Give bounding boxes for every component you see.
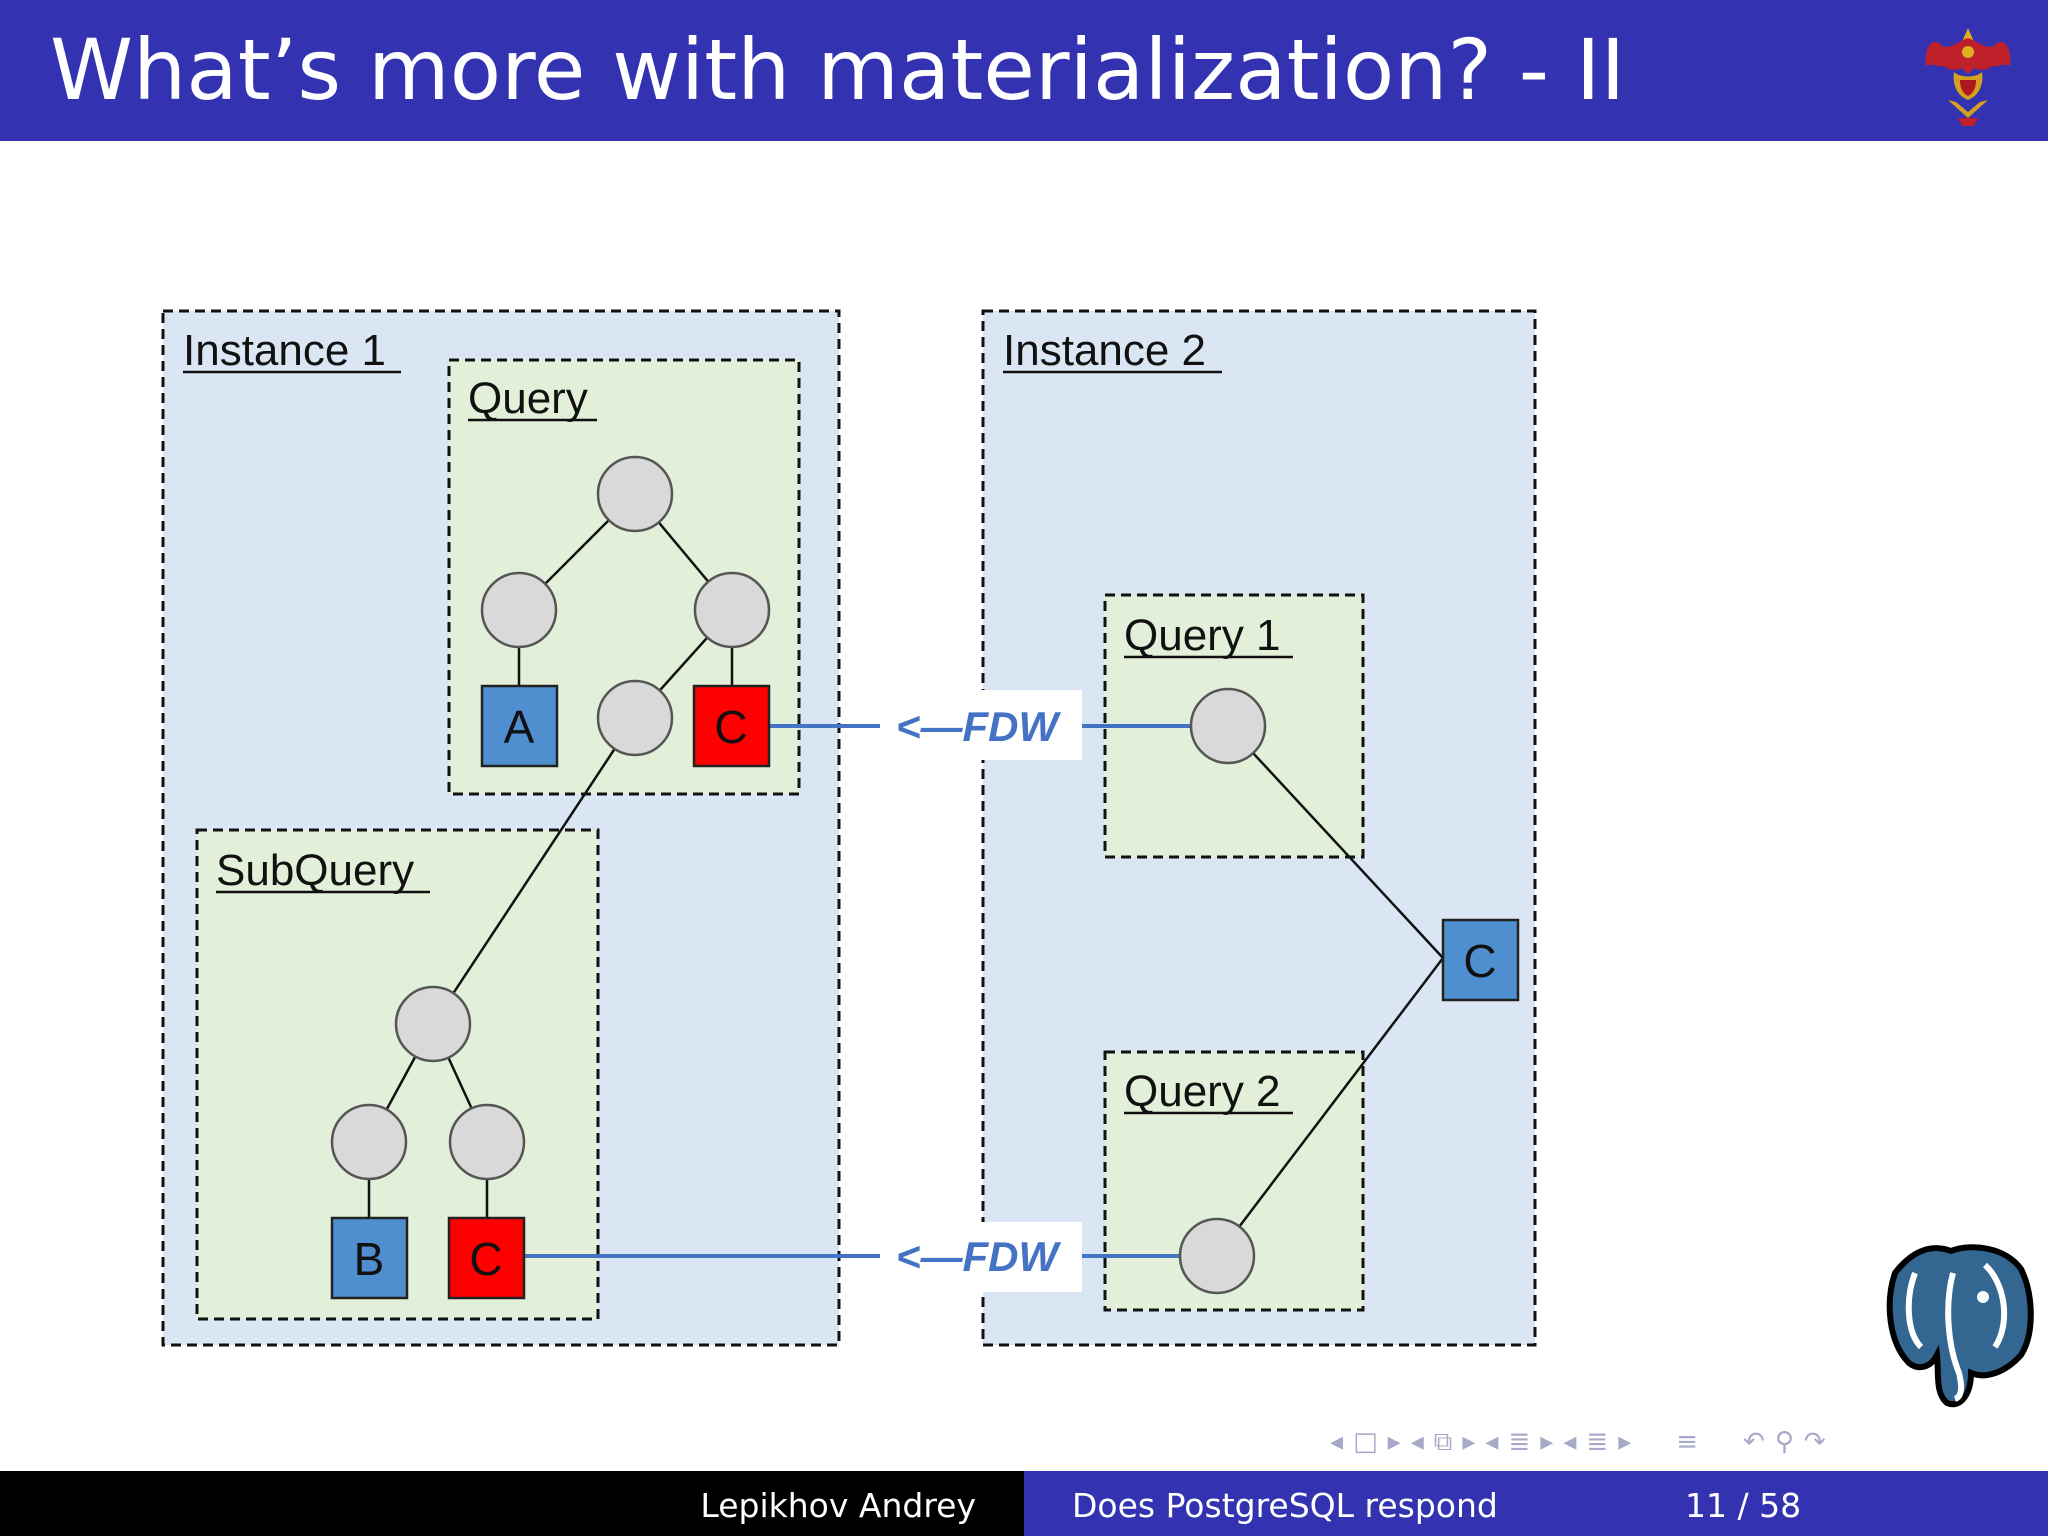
- arrow-right-icon[interactable]: ▸: [1462, 1427, 1476, 1457]
- arrow-left-icon[interactable]: ◂: [1330, 1427, 1344, 1457]
- footer-author-panel: Lepikhov Andrey: [0, 1471, 1024, 1536]
- section-icon[interactable]: ≣: [1586, 1427, 1609, 1457]
- fdw-top-label-bg: [880, 690, 1082, 760]
- fdw-top-label: <—FDW: [896, 703, 1062, 750]
- subquery-left-node: [330, 1103, 408, 1181]
- align-icon[interactable]: ≡: [1676, 1427, 1699, 1457]
- node-a-label: A: [504, 701, 535, 753]
- redo-icon[interactable]: ↷: [1803, 1427, 1826, 1457]
- fdw-bottom-label-bg: [880, 1222, 1082, 1292]
- node-b-label: B: [354, 1233, 385, 1285]
- slide-header: What’s more with materialization? - II: [0, 0, 2048, 141]
- postgresql-elephant-icon: [1886, 1244, 2034, 1408]
- query-root-node: [596, 455, 674, 533]
- fdw-bottom-label: <—FDW: [896, 1233, 1062, 1280]
- arrow-right-icon[interactable]: ▸: [1540, 1427, 1554, 1457]
- frame-icon[interactable]: □: [1353, 1427, 1378, 1457]
- node-b-box: [330, 1216, 409, 1300]
- subquery-right-node: [448, 1103, 526, 1181]
- footer-talk-title: Does PostgreSQL respond: [1072, 1486, 1498, 1525]
- query-left-node: [480, 571, 558, 649]
- node-c-instance2-label: C: [1463, 935, 1496, 987]
- query-2-node: [1178, 1217, 1256, 1295]
- beamer-navigation: ◂ □ ▸ ◂ ⧉ ▸ ◂ ≣ ▸ ◂ ≣ ▸ ≡ ↶ ⚲ ↷: [1325, 1424, 1831, 1460]
- arrow-right-icon[interactable]: ▸: [1387, 1427, 1401, 1457]
- section-icon[interactable]: ≣: [1508, 1427, 1531, 1457]
- arrow-right-icon[interactable]: ▸: [1618, 1427, 1632, 1457]
- query-2-label: Query 2: [1124, 1067, 1281, 1116]
- instance-2-label: Instance 2: [1003, 326, 1206, 375]
- slide-footer: Lepikhov Andrey Does PostgreSQL respond …: [0, 1471, 2048, 1536]
- query-right-node: [693, 571, 771, 649]
- node-c-query-label: C: [714, 701, 747, 753]
- node-c-subquery-box: [447, 1216, 526, 1300]
- footer-talk-panel: Does PostgreSQL respond 11 / 58: [1024, 1471, 2048, 1536]
- query-label: Query: [468, 374, 588, 423]
- instance-1-label: Instance 1: [183, 326, 386, 375]
- subsection-icon[interactable]: ⧉: [1433, 1426, 1453, 1457]
- subquery-root-node: [394, 985, 472, 1063]
- arrow-left-icon[interactable]: ◂: [1410, 1427, 1424, 1457]
- search-icon[interactable]: ⚲: [1774, 1427, 1794, 1457]
- footer-author: Lepikhov Andrey: [700, 1486, 976, 1525]
- slide-title: What’s more with materialization? - II: [50, 21, 1626, 119]
- subquery-label: SubQuery: [216, 846, 414, 895]
- node-a-box: [480, 684, 559, 768]
- query-1-label: Query 1: [1124, 611, 1281, 660]
- undo-icon[interactable]: ↶: [1743, 1427, 1765, 1457]
- query-subquery-node: [596, 679, 674, 757]
- arrow-left-icon[interactable]: ◂: [1485, 1427, 1499, 1457]
- node-c-instance2-box: [1441, 918, 1520, 1002]
- garuda-emblem-icon: [1925, 28, 2011, 126]
- query-1-node: [1189, 687, 1267, 765]
- arrow-left-icon[interactable]: ◂: [1563, 1427, 1577, 1457]
- node-c-subquery-label: C: [469, 1233, 502, 1285]
- node-c-query-box: [692, 684, 771, 768]
- footer-page-number: 11 / 58: [1685, 1486, 1802, 1525]
